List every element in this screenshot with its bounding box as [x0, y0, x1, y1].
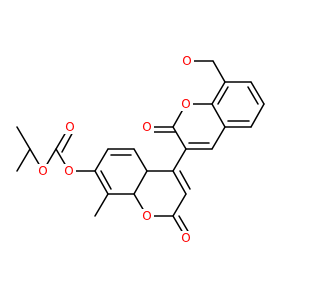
oxygen-atom-label: O — [38, 164, 47, 178]
bond — [94, 148, 109, 172]
bond — [172, 193, 187, 217]
bond — [172, 126, 187, 150]
bond — [211, 103, 226, 128]
bond — [94, 170, 109, 195]
bond — [211, 81, 226, 105]
bond — [16, 148, 31, 172]
atom-labels: O O O O O O O O — [36, 54, 194, 245]
bond — [172, 170, 187, 195]
oxygen-atom-label: O — [142, 120, 151, 134]
oxygen-atom-label: O — [64, 164, 73, 178]
bond — [217, 86, 229, 105]
bond — [94, 193, 109, 217]
oxygen-atom-label: O — [181, 97, 190, 111]
bond — [133, 170, 148, 195]
bond — [172, 148, 187, 172]
bond — [100, 170, 112, 190]
bond — [16, 126, 31, 150]
oxygen-atom-label: O — [182, 54, 191, 68]
bond — [250, 103, 265, 128]
bond — [212, 60, 226, 83]
bond — [179, 170, 191, 190]
bond — [211, 126, 226, 150]
bond — [250, 81, 265, 105]
oxygen-atom-label: O — [181, 231, 190, 245]
chemical-structure-diagram: O O O O O O O O — [16, 54, 265, 245]
oxygen-atom-label: O — [65, 120, 74, 134]
bond — [247, 86, 259, 105]
bond — [133, 148, 148, 172]
oxygen-atom-label: O — [142, 209, 151, 223]
